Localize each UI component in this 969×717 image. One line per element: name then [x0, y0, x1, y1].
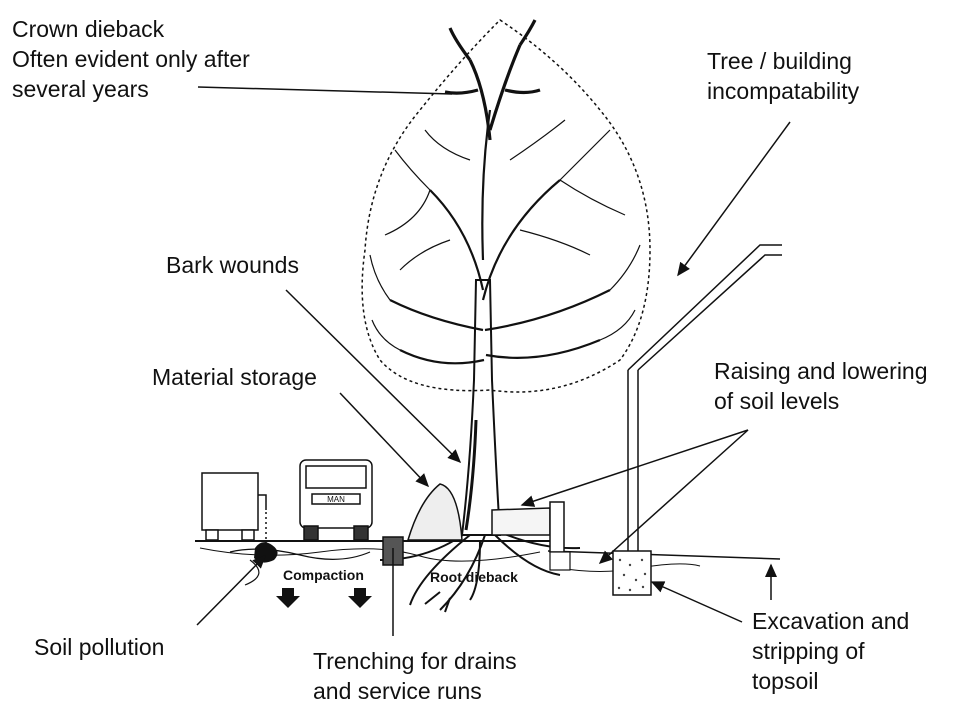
label-raising-lowering: Raising and lowering of soil levels	[714, 358, 928, 414]
label-excavation: Excavation and stripping of topsoil	[752, 608, 910, 694]
leader-lines	[196, 86, 791, 636]
pollution-blot	[254, 542, 278, 563]
tree-crown	[361, 19, 651, 393]
label-compaction: Compaction	[283, 567, 364, 583]
raised-soil	[491, 501, 571, 571]
leader-raising-1	[520, 429, 749, 507]
leader-building	[677, 121, 791, 277]
compaction-arrows	[276, 588, 372, 608]
foundation	[612, 550, 652, 596]
label-trenching: Trenching for drains and service runs	[313, 648, 517, 704]
leader-raising-2	[598, 429, 749, 565]
label-soil-pollution: Soil pollution	[34, 634, 165, 660]
label-tree-building: Tree / building incompatability	[707, 48, 860, 104]
tree-trunk	[460, 279, 502, 536]
leader-pollution	[196, 554, 267, 626]
leader-material	[339, 392, 430, 488]
roots	[229, 529, 581, 613]
fuel-tank	[201, 472, 267, 545]
leader-bark	[285, 289, 462, 464]
truck: MAN	[299, 459, 373, 541]
leader-crown	[197, 86, 453, 95]
label-root-dieback: Root dieback	[430, 569, 518, 585]
label-material-storage: Material storage	[152, 364, 317, 390]
label-bark-wounds: Bark wounds	[166, 252, 299, 278]
material-heap	[406, 483, 463, 541]
building	[627, 244, 782, 552]
truck-plate: MAN	[327, 495, 345, 504]
label-crown-dieback: Crown dieback Often evident only after s…	[12, 16, 250, 102]
leader-excavation	[650, 581, 743, 623]
